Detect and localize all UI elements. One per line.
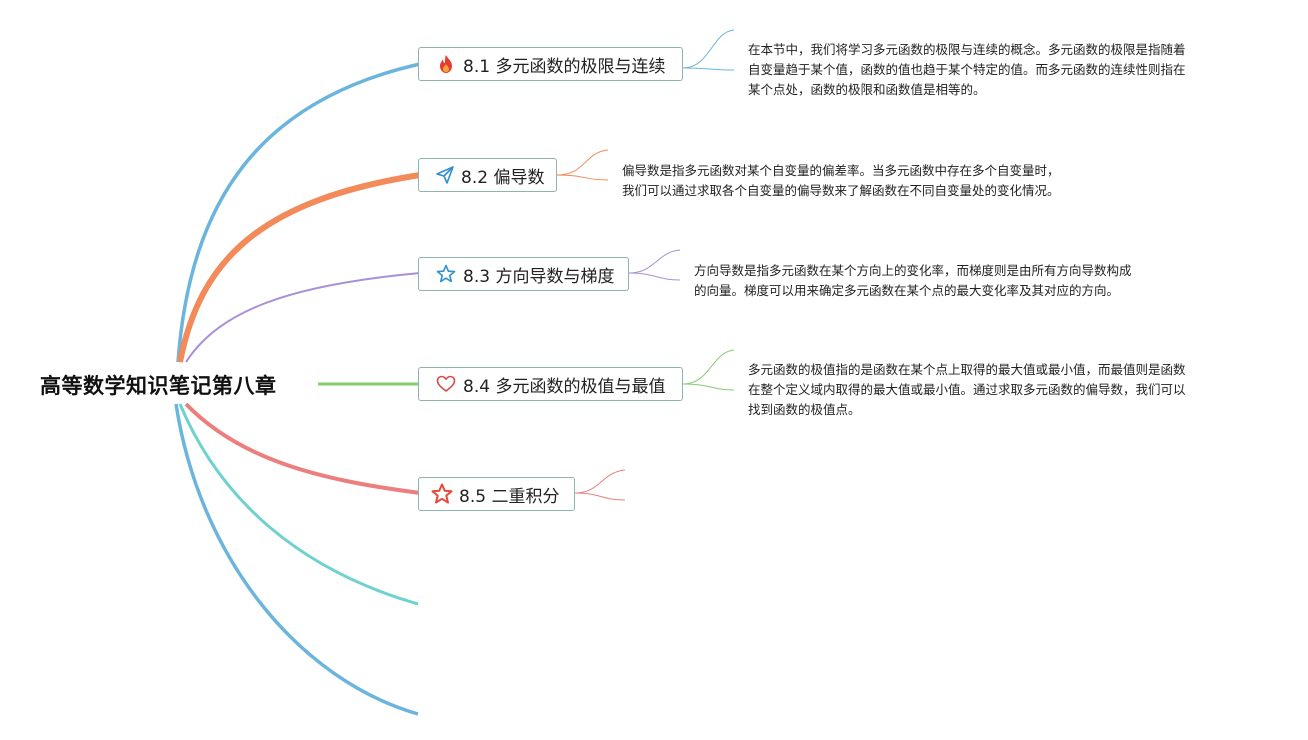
connector-8-5 (184, 402, 421, 495)
star-bold-icon (431, 483, 453, 505)
topic-label: 8.5 二重积分 (459, 486, 560, 507)
note-8-2: 偏导数是指多元函数对某个自变量的偏差率。当多元函数中存在多个自变量时， 我们可以… (622, 161, 1060, 201)
topic-node-8-2[interactable]: 8.2 偏导数 (418, 158, 557, 192)
star-outline-icon (435, 263, 457, 285)
heart-outline-icon (435, 373, 457, 395)
note-line: 在本节中，我们将学习多元函数的极限与连续的概念。多元函数的极限是指随着 (748, 42, 1186, 57)
note-bracket-8-4 (682, 349, 735, 391)
connector-8-2 (177, 172, 421, 363)
note-bracket-8-1 (682, 29, 735, 71)
root-title[interactable]: 高等数学知识笔记第八章 (40, 374, 277, 398)
fire-icon (435, 53, 457, 75)
note-line: 偏导数是指多元函数对某个自变量的偏差率。当多元函数中存在多个自变量时， (622, 163, 1060, 178)
note-8-3: 方向导数是指多元函数在某个方向上的变化率，而梯度则是由所有方向导数构成 的向量。… (694, 261, 1132, 301)
note-line: 自变量趋于某个值，函数的值也趋于某个特定的值。而多元函数的连续性则指在 (748, 62, 1186, 77)
connector-extra-2 (174, 403, 419, 716)
note-line: 的向量。梯度可以用来确定多元函数在某个点的最大变化率及其对应的方向。 (694, 283, 1120, 298)
topic-label: 8.4 多元函数的极值与最值 (463, 376, 666, 397)
topic-node-8-3[interactable]: 8.3 方向导数与梯度 (418, 257, 629, 291)
connector-extra-1 (178, 403, 419, 606)
note-bracket-8-5 (574, 469, 626, 501)
note-line: 我们可以通过求取各个自变量的偏导数来了解函数在不同自变量处的变化情况。 (622, 183, 1060, 198)
note-8-1: 在本节中，我们将学习多元函数的极限与连续的概念。多元函数的极限是指随着 自变量趋… (748, 40, 1186, 100)
note-line: 找到函数的极值点。 (748, 402, 861, 417)
connector-8-3 (185, 272, 421, 363)
connector-8-1 (176, 62, 421, 363)
note-8-4: 多元函数的极值指的是函数在某个点上取得的最大值或最小值，而最值则是函数 在整个定… (748, 360, 1186, 420)
note-line: 多元函数的极值指的是函数在某个点上取得的最大值或最小值，而最值则是函数 (748, 362, 1186, 377)
topic-node-8-1[interactable]: 8.1 多元函数的极限与连续 (418, 47, 683, 81)
topic-label: 8.3 方向导数与梯度 (463, 266, 615, 287)
topic-label: 8.2 偏导数 (461, 167, 545, 188)
topic-label: 8.1 多元函数的极限与连续 (463, 56, 666, 77)
note-bracket-8-3 (628, 249, 681, 281)
note-line: 某个点处，函数的极限和函数值是相等的。 (748, 82, 986, 97)
paper-plane-icon (435, 164, 455, 186)
topic-node-8-5[interactable]: 8.5 二重积分 (418, 477, 575, 511)
note-bracket-8-2 (556, 149, 609, 181)
note-line: 在整个定义域内取得的最大值或最小值。通过求取多元函数的偏导数，我们可以 (748, 382, 1186, 397)
note-line: 方向导数是指多元函数在某个方向上的变化率，而梯度则是由所有方向导数构成 (694, 263, 1132, 278)
topic-node-8-4[interactable]: 8.4 多元函数的极值与最值 (418, 367, 683, 401)
